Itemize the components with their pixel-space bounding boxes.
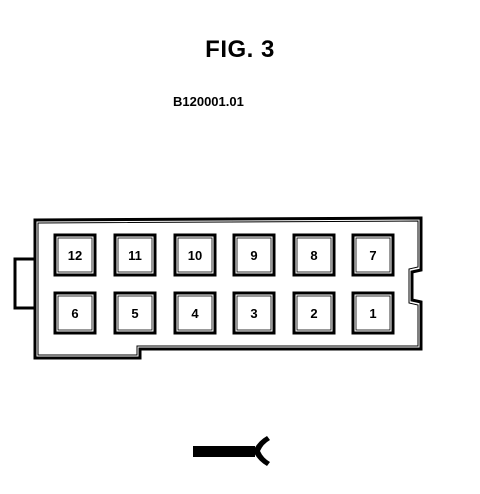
- connector-housing: [33, 216, 423, 360]
- pin-box-inner: [117, 237, 153, 273]
- connector-housing-inner: [37, 220, 419, 356]
- pin-label: 5: [131, 306, 138, 321]
- pin-box: [292, 233, 336, 277]
- pin-box-inner: [355, 237, 391, 273]
- pin-box-inner: [296, 295, 332, 331]
- pin-cell-6: 6: [53, 291, 97, 335]
- pin-label: 3: [250, 306, 257, 321]
- pin-label: 12: [68, 248, 82, 263]
- pin-label: 1: [369, 306, 376, 321]
- pin-label: 11: [128, 248, 142, 263]
- pin-box-inner: [236, 237, 272, 273]
- pin-box: [113, 233, 157, 277]
- pin-label: 8: [310, 248, 317, 263]
- pin-box-inner: [177, 295, 213, 331]
- pin-box-inner: [117, 295, 153, 331]
- pin-box-inner: [57, 237, 93, 273]
- pin-cell-5: 5: [113, 291, 157, 335]
- pin-box: [173, 233, 217, 277]
- pin-cell-4: 4: [173, 291, 217, 335]
- pin-label: 7: [369, 248, 376, 263]
- pin-cell-11: 11: [113, 233, 157, 277]
- wire-harness-icon: [193, 436, 270, 466]
- pin-box-inner: [296, 237, 332, 273]
- pin-box: [232, 233, 276, 277]
- pin-label: 4: [191, 306, 199, 321]
- pin-cell-9: 9: [232, 233, 276, 277]
- pin-box: [173, 291, 217, 335]
- pin-cell-8: 8: [292, 233, 336, 277]
- pin-box-inner: [177, 237, 213, 273]
- figure-title: FIG. 3: [0, 36, 480, 64]
- drawing-id: B120001.01: [173, 94, 244, 109]
- pin-cell-12: 12: [53, 233, 97, 277]
- figure-title-text: FIG. 3: [205, 36, 275, 63]
- pin-cell-10: 10: [173, 233, 217, 277]
- pin-label: 9: [250, 248, 257, 263]
- pin-box: [351, 291, 395, 335]
- pin-box: [351, 233, 395, 277]
- pin-box-inner: [355, 295, 391, 331]
- pin-box: [113, 291, 157, 335]
- pin-cell-1: 1: [351, 291, 395, 335]
- pin-cell-7: 7: [351, 233, 395, 277]
- pin-box: [232, 291, 276, 335]
- pin-label: 6: [71, 306, 78, 321]
- pin-cell-3: 3: [232, 291, 276, 335]
- connector-latch: [13, 257, 37, 310]
- pin-box: [292, 291, 336, 335]
- pin-cell-2: 2: [292, 291, 336, 335]
- pin-box: [53, 291, 97, 335]
- pin-box-inner: [236, 295, 272, 331]
- pin-box: [53, 233, 97, 277]
- pin-label: 2: [310, 306, 317, 321]
- pin-grid: 12 11 10 9 8 7 6 5 4 3 2 1: [53, 233, 395, 335]
- pin-label: 10: [188, 248, 202, 263]
- pin-box-inner: [57, 295, 93, 331]
